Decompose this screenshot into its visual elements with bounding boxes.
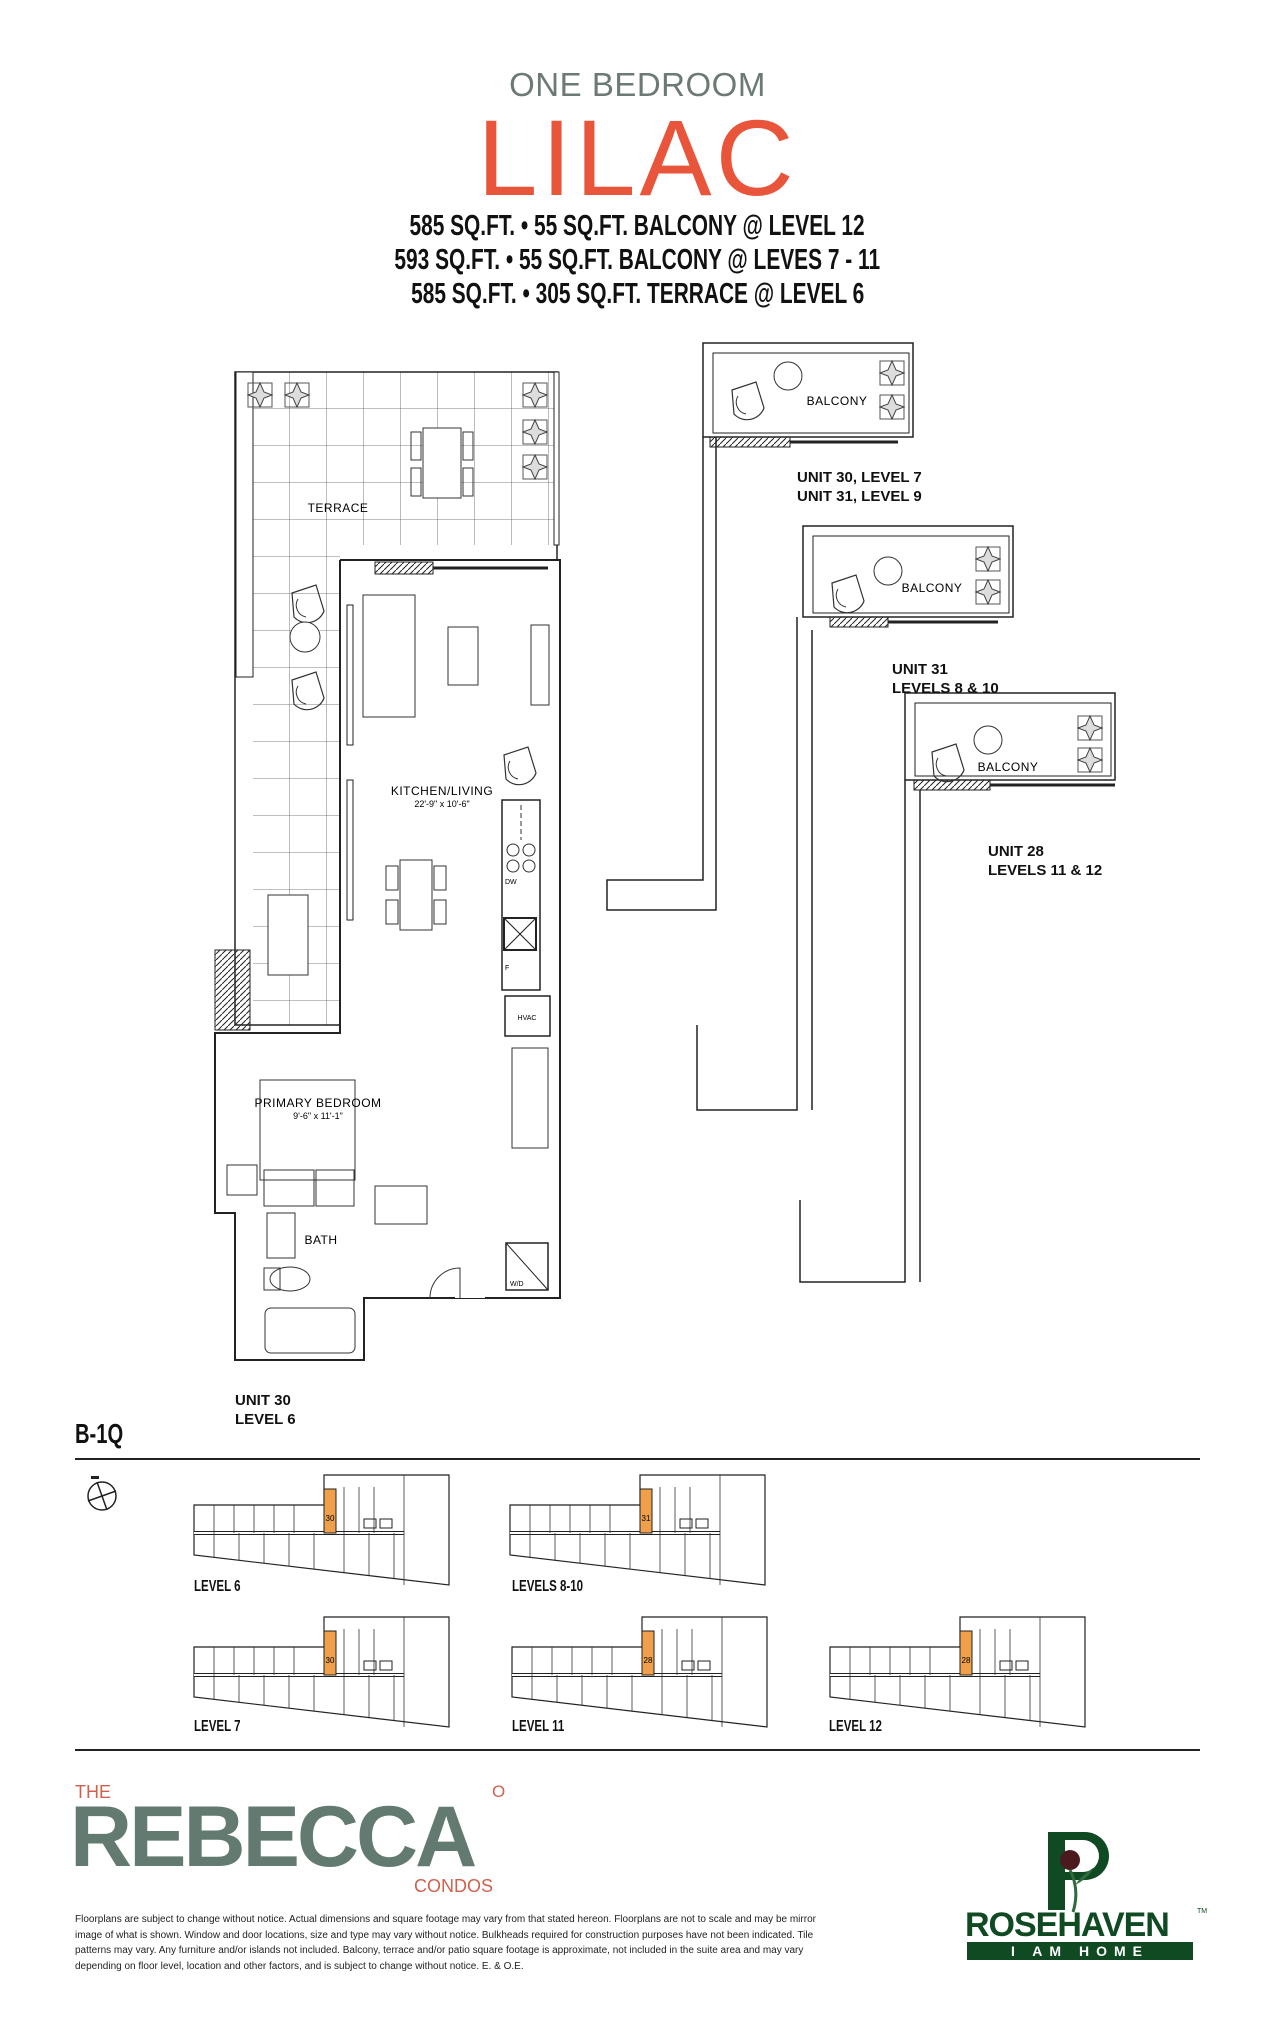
key-plan-unit-number: 28	[644, 1656, 653, 1665]
room-dim-kitchen-living: 22'-9" x 10'-6"	[414, 799, 469, 809]
key-plan-label-text: LEVEL 7	[194, 1718, 241, 1735]
key-plan-label-text: LEVEL 6	[194, 1578, 241, 1595]
unit-number: UNIT 30	[235, 1392, 291, 1409]
divider	[75, 1749, 1200, 1751]
key-plan-label: LEVEL 7	[194, 1718, 259, 1736]
variant-line1: UNIT 30, LEVEL 7	[797, 469, 922, 486]
key-plan-label-text: LEVEL 11	[512, 1718, 565, 1735]
unit-type: ONE BEDROOM	[509, 66, 766, 103]
room-label-terrace: TERRACE	[308, 501, 369, 515]
key-plan-label: LEVEL 11	[512, 1718, 585, 1736]
logo-o: O	[492, 1782, 506, 1801]
sqft-line: 585 SQ.FT. • 305 SQ.FT. TERRACE @ LEVEL …	[0, 278, 1275, 310]
room-label-bath: BATH	[304, 1233, 337, 1247]
key-plan-unit-number: 31	[642, 1514, 651, 1523]
trademark: TM	[1197, 1908, 1208, 1915]
rosehaven-tagline: I AM HOME	[967, 1942, 1193, 1960]
sqft-line: 585 SQ.FT. • 55 SQ.FT. BALCONY @ LEVEL 1…	[0, 210, 1275, 242]
variant-line2: LEVELS 8 & 10	[892, 680, 999, 697]
key-plan-label-text: LEVELS 8-10	[512, 1578, 584, 1595]
key-plan-unit-number: 30	[326, 1656, 335, 1665]
variant-plan-unit30-level7: BALCONY	[606, 342, 914, 911]
divider	[75, 1458, 1200, 1460]
variant-label: UNIT 28 LEVELS 11 & 12	[988, 842, 1102, 880]
logo-rebecca: REBECCA	[70, 1789, 477, 1885]
wd-label: W/D	[510, 1281, 524, 1288]
model-name: LILAC	[477, 97, 798, 218]
north-compass-icon	[87, 1476, 117, 1511]
key-plan-label-text: LEVEL 12	[829, 1718, 882, 1735]
fridge-label: F	[505, 965, 509, 972]
variant-line2: UNIT 31, LEVEL 9	[797, 488, 922, 505]
key-plan-label: LEVEL 6	[194, 1578, 259, 1596]
sqft-line-text: 585 SQ.FT. • 55 SQ.FT. BALCONY @ LEVEL 1…	[409, 210, 866, 242]
variant-plan-unit28-levels11-12: BALCONY	[799, 692, 1116, 1283]
logo-the: THE	[75, 1782, 111, 1802]
room-label-balcony: BALCONY	[978, 760, 1039, 774]
sqft-line-text: 585 SQ.FT. • 305 SQ.FT. TERRACE @ LEVEL …	[410, 278, 865, 310]
room-label-balcony: BALCONY	[902, 581, 963, 595]
room-label-kitchen-living: KITCHEN/LIVING	[391, 784, 493, 798]
disclaimer: Floorplans are subject to change without…	[75, 1914, 816, 1972]
variant-plan-unit31-levels8-10: BALCONY	[696, 525, 1014, 1111]
key-plans: 30 31 30 28 28	[192, 1473, 1087, 1729]
key-plan-unit-number: 28	[962, 1656, 971, 1665]
plan-code-text: B-1Q	[75, 1418, 124, 1449]
unit-level: LEVEL 6	[235, 1411, 296, 1428]
rosehaven-logo: ROSEHAVEN TM I AM HOME	[965, 1830, 1210, 1960]
key-plan-level-7: 30	[192, 1615, 451, 1729]
key-plan-level-11: 28	[510, 1615, 769, 1729]
rosehaven-wordmark: ROSEHAVEN	[965, 1906, 1170, 1944]
rose-p-icon	[1048, 1832, 1109, 1913]
variant-line1: UNIT 31	[892, 661, 948, 678]
hvac-label: HVAC	[518, 1015, 537, 1022]
key-plan-label: LEVELS 8-10	[512, 1578, 611, 1596]
variant-line2: LEVELS 11 & 12	[988, 862, 1103, 879]
key-plan-levels-8-10: 31	[508, 1473, 767, 1587]
sqft-line-text: 593 SQ.FT. • 55 SQ.FT. BALCONY @ LEVES 7…	[394, 244, 881, 276]
room-label-balcony: BALCONY	[807, 394, 868, 408]
variant-label: UNIT 31 LEVELS 8 & 10	[892, 660, 999, 698]
logo-condos: CONDOS	[414, 1876, 494, 1896]
terrace-tiles	[253, 372, 557, 545]
key-plan-level-6: 30	[192, 1473, 451, 1587]
dishwasher-label: DW	[505, 879, 517, 886]
variant-line1: UNIT 28	[988, 843, 1044, 860]
plan-code: B-1Q	[75, 1418, 142, 1450]
room-label-primary-bedroom: PRIMARY BEDROOM	[254, 1096, 381, 1110]
room-dim-primary-bedroom: 9'-6" x 11'-1"	[293, 1111, 343, 1121]
key-plan-label: LEVEL 12	[829, 1718, 903, 1736]
sqft-line: 593 SQ.FT. • 55 SQ.FT. BALCONY @ LEVES 7…	[0, 244, 1275, 276]
key-plan-level-12: 28	[828, 1615, 1087, 1729]
floor-plan-drawing: DW F HVAC W/D TERRACE KITCHEN/LIVING 22'…	[214, 342, 1116, 1361]
variant-label: UNIT 30, LEVEL 7 UNIT 31, LEVEL 9	[797, 468, 922, 506]
main-floor-plan: DW F HVAC W/D TERRACE KITCHEN/LIVING 22'…	[214, 371, 561, 1361]
main-unit-label: UNIT 30 LEVEL 6	[235, 1391, 296, 1429]
key-plan-unit-number: 30	[326, 1514, 335, 1523]
